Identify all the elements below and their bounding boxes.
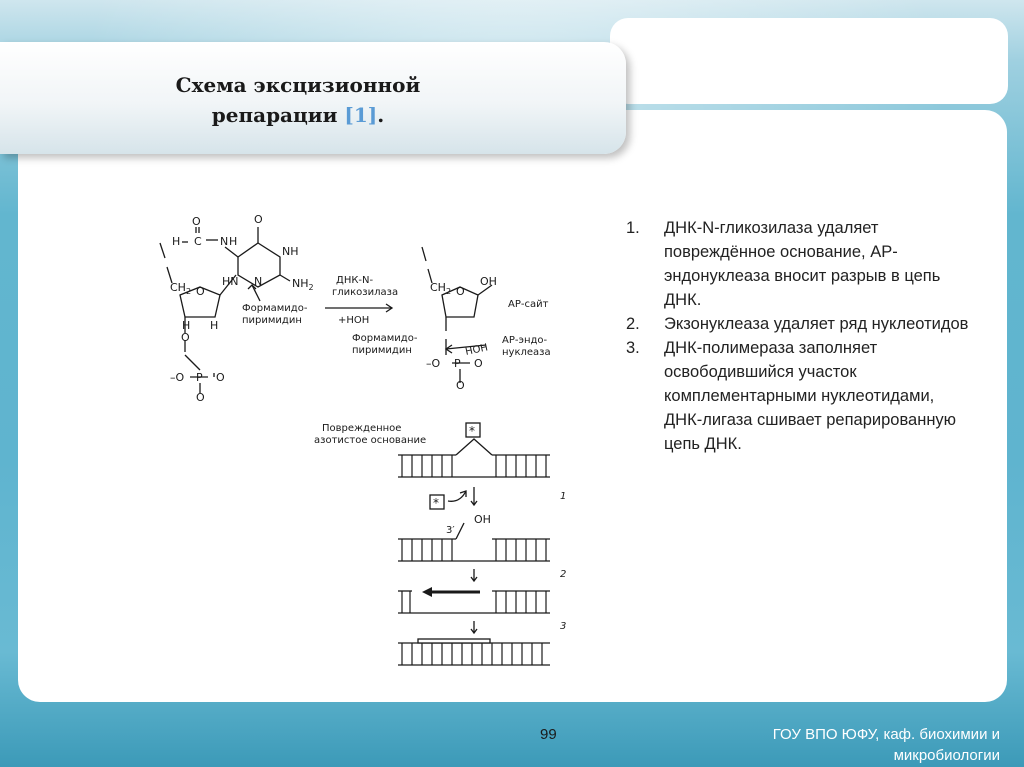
phosphate-o-minus: –O xyxy=(170,371,185,384)
phosphate-o-right: O xyxy=(456,379,465,392)
ap-endo-label-2: нуклеаза xyxy=(502,347,551,358)
amino-nh2: NH2 xyxy=(292,277,314,292)
three-prime-label: 3′ xyxy=(446,525,455,536)
phosphate-do-right: O xyxy=(474,357,483,370)
ring-n: N xyxy=(254,275,262,288)
product-label-1: Формамидо- xyxy=(352,333,418,344)
damaged-base-label-2: азотистое основание xyxy=(314,435,426,446)
damaged-star-1: * xyxy=(469,424,475,438)
ring-nh: NH xyxy=(282,245,299,258)
phosphate-o-minus-right: –O xyxy=(426,357,441,370)
o3-left: O xyxy=(181,331,190,344)
carbonyl-o: O xyxy=(254,213,263,226)
title-end: . xyxy=(377,103,384,127)
footer-line-1: ГОУ ВПО ЮФУ, каф. биохимии и xyxy=(773,726,1000,743)
amide-n: N xyxy=(220,235,228,248)
title-reference-link[interactable]: [1] xyxy=(344,103,377,127)
title-line-1: Схема эксцизионной xyxy=(176,73,421,97)
list-item: 2.Экзонуклеаза удаляет ряд нуклеотидов xyxy=(626,312,976,336)
ch2-left: CH2 xyxy=(170,281,191,296)
ap-endo-label-1: АР-эндо- xyxy=(502,335,548,346)
oh-right: OH xyxy=(480,275,497,288)
step-number-2: 2 xyxy=(560,569,566,580)
formyl-h: H xyxy=(172,235,180,248)
ring-o-left: O xyxy=(196,285,205,298)
product-label-2: пиримидин xyxy=(352,345,412,356)
amide-h: H xyxy=(229,235,237,248)
phosphate-do: O xyxy=(216,371,225,384)
list-item: 1.ДНК-N-гликозилаза удаляет повреждённое… xyxy=(626,216,976,312)
damaged-star-2: * xyxy=(433,496,439,510)
formyl-c: C xyxy=(194,235,202,248)
ring-o-right: O xyxy=(456,285,465,298)
damaged-base-label-1: Поврежденное xyxy=(322,423,401,434)
base-label-1: Формамидо- xyxy=(242,303,308,314)
list-item: 3.ДНК-полимераза заполняет освободившийс… xyxy=(626,336,976,456)
ch2-right: CH2 xyxy=(430,281,451,296)
step-text: Экзонуклеаза удаляет ряд нуклеотидов xyxy=(664,312,968,336)
h2-left: H xyxy=(210,319,218,332)
slide-title: Схема эксцизионной репарации [1]. xyxy=(148,70,448,130)
step-number-3: 3 xyxy=(560,621,566,632)
phosphate-o: O xyxy=(196,391,205,404)
hoh-right: HOH xyxy=(464,342,489,358)
excision-repair-diagram: O H C N H O NH N NH2 HN CH2 O H H O –O P… xyxy=(130,205,580,675)
hoh-label: +HOH xyxy=(338,315,369,326)
step-text: ДНК-N-гликозилаза удаляет повреждённое о… xyxy=(664,216,976,312)
steps-list: 1.ДНК-N-гликозилаза удаляет повреждённое… xyxy=(626,216,976,456)
page-number: 99 xyxy=(540,726,557,743)
top-card-panel xyxy=(610,18,1008,104)
step-text: ДНК-полимераза заполняет освободившийся … xyxy=(664,336,976,456)
enzyme-label-1: ДНК-N- xyxy=(336,275,374,286)
step-number-1: 1 xyxy=(560,491,566,502)
base-label-2: пиримидин xyxy=(242,315,302,326)
formyl-o: O xyxy=(192,215,201,228)
glycosidic-hn: HN xyxy=(222,275,239,288)
enzyme-label-2: гликозилаза xyxy=(332,287,398,298)
ap-site-label: АР-сайт xyxy=(508,299,549,310)
footer-line-2: микробиологии xyxy=(894,747,1000,764)
phosphate-p-right: P xyxy=(454,357,461,370)
title-line-2: репарации xyxy=(212,103,345,127)
oh-label: OH xyxy=(474,513,491,526)
footer-organization: ГОУ ВПО ЮФУ, каф. биохимии и микробиолог… xyxy=(700,724,1000,766)
phosphate-p: P xyxy=(196,371,203,384)
